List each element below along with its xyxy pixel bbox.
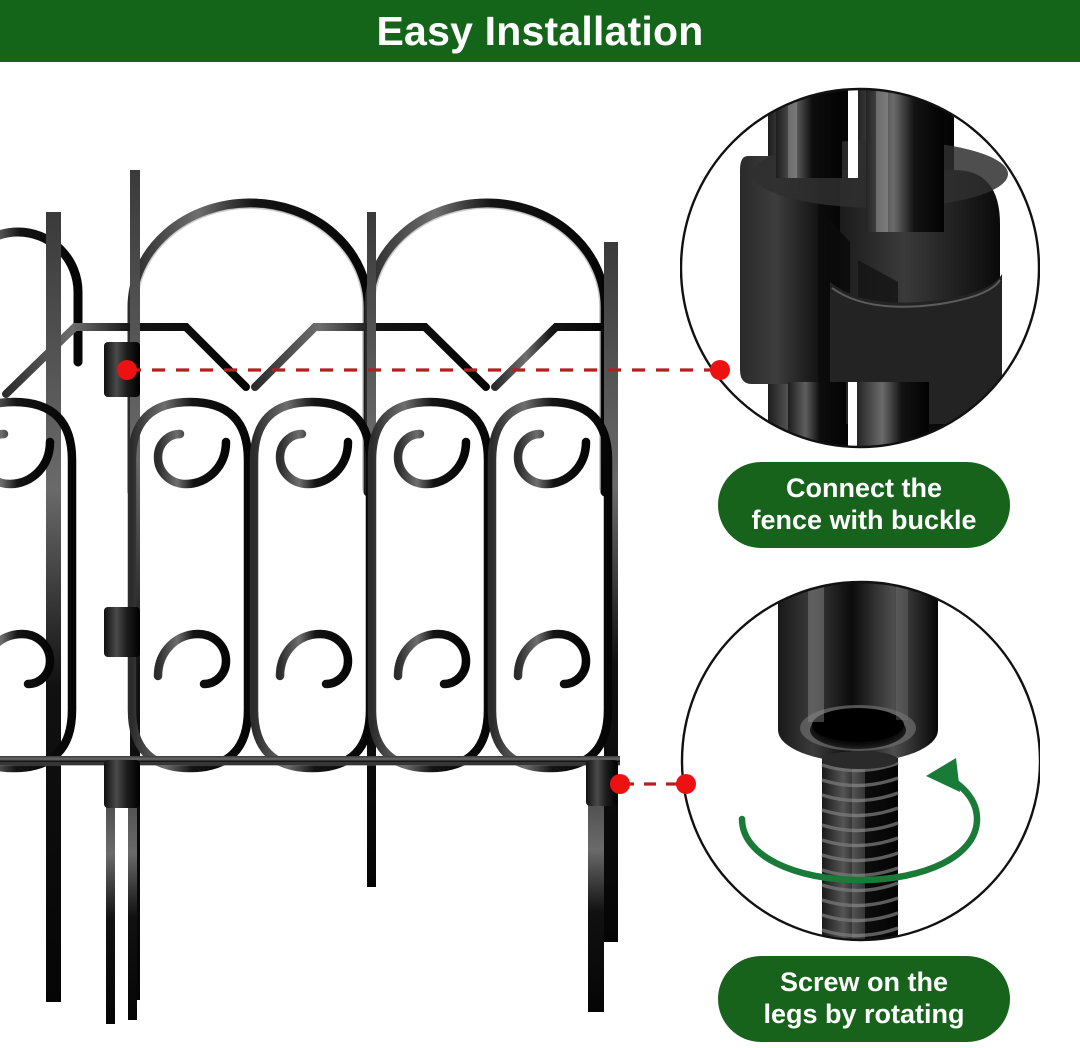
buckle-closeup-art (681, 89, 1039, 447)
red-dot-target (676, 774, 696, 794)
red-dot-source (117, 360, 137, 380)
page-title: Easy Installation (376, 7, 704, 54)
detail-circle-screw-leg (680, 572, 1040, 947)
fence-scroll-row-upper (0, 397, 613, 773)
callout-connect-fence-with-buckle: Connect the fence with buckle (718, 462, 1010, 548)
red-dot-source (610, 774, 630, 794)
rotation-arrow-icon (738, 769, 981, 884)
screw-leg-closeup-art (682, 582, 1040, 940)
callout-line-2: fence with buckle (751, 505, 977, 535)
infographic-stage: Connect the fence with buckle Screw on t… (0, 62, 1080, 1048)
callout-screw-on-legs: Screw on the legs by rotating (718, 956, 1010, 1042)
callout-line-1: Connect the (785, 473, 942, 504)
rotation-arrow-head (926, 758, 960, 792)
callout-line-1: Screw on the (779, 967, 949, 998)
header-banner: Easy Installation (0, 0, 1080, 62)
threaded-leg (821, 751, 899, 940)
callout-line-2: legs by rotating (763, 999, 965, 1029)
detail-circle-buckle (680, 82, 1040, 457)
fence-bottom-rail (0, 756, 620, 766)
fence-ground-legs (106, 762, 604, 1024)
detail-circle-outline (680, 580, 1040, 942)
fence-buckle-clips (104, 342, 618, 808)
red-dot-target (710, 360, 730, 380)
fence-arch-tops (0, 198, 610, 497)
connector-line-buckle (110, 358, 735, 382)
connector-line-screw (600, 772, 705, 796)
fence-illustration (0, 62, 665, 1048)
detail-circle-outline (680, 87, 1040, 449)
